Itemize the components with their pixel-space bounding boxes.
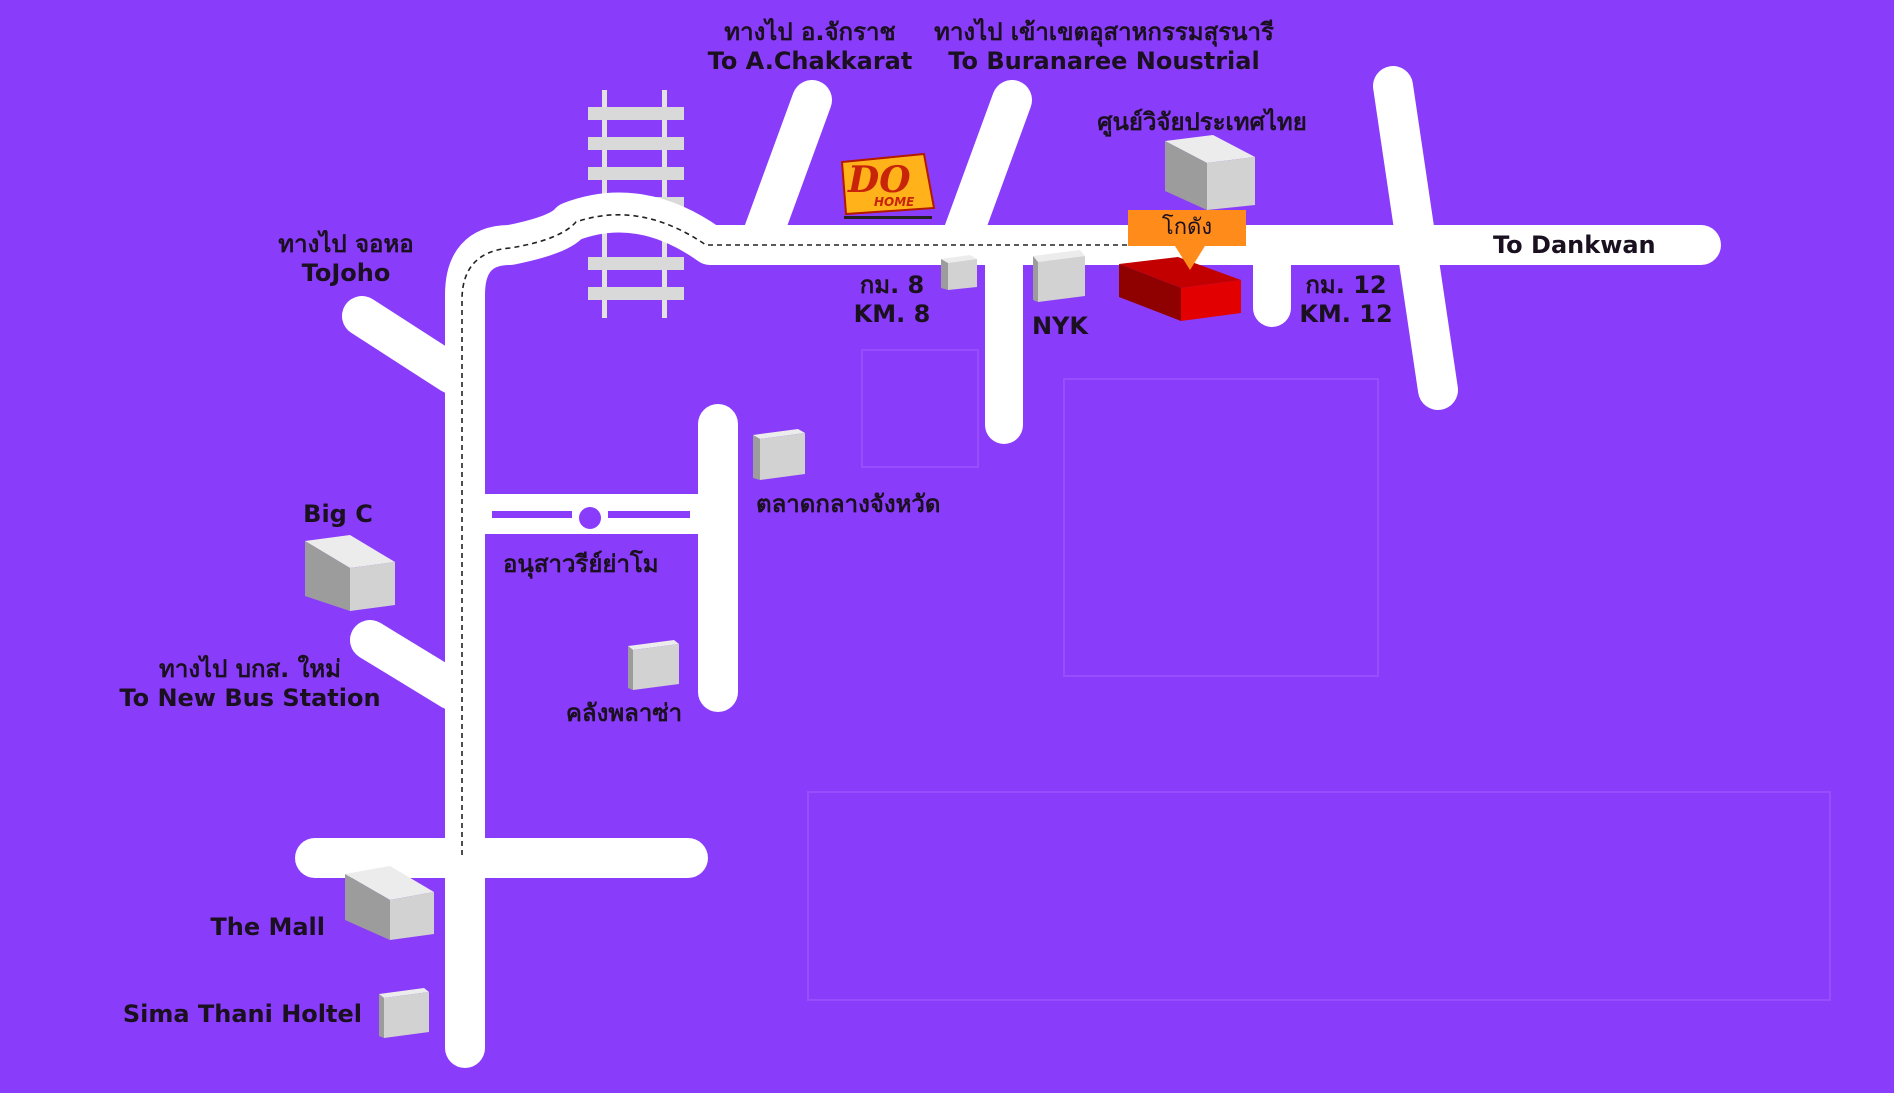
building-klang-plaza [628, 640, 679, 690]
building-central-market [753, 429, 805, 480]
logo-brand: DO [847, 159, 911, 201]
label-km8-th: กม. 8 [859, 271, 925, 299]
building-sima-thani [379, 988, 429, 1038]
label-joho-th: ทางไป จอหอ [278, 230, 414, 258]
label-big-c: Big C [303, 500, 373, 528]
label-klang-plaza: คลังพลาซ่า [565, 699, 683, 727]
label-to-dankwan: To Dankwan [1493, 231, 1656, 259]
label-new-bus-th: ทางไป บกส. ใหม่ [159, 655, 341, 683]
main-road-east [445, 192, 1721, 1068]
logo-word: HOME [874, 195, 915, 209]
road-dankwan-diagonal [1373, 66, 1458, 410]
dohome-logo: DO HOME [838, 152, 938, 222]
road-to-chakkarat [740, 80, 832, 262]
label-km12-th: กม. 12 [1305, 271, 1387, 299]
route-dashed-line [461, 213, 1208, 858]
label-yamo-monument: อนุสาวรีย์ย่าโม [503, 550, 659, 578]
label-to-joho: ทางไป จอหอ ToJoho [278, 230, 413, 288]
label-km12-en: KM. 12 [1299, 300, 1393, 328]
label-buranaree-th: ทางไป เข้าเขตอุสาหกรรมสุรนารี [934, 18, 1274, 46]
label-km12: กม. 12 KM. 12 [1299, 271, 1392, 329]
road-to-buranaree [940, 80, 1032, 262]
road-to-new-bus-station [350, 620, 472, 710]
label-km8-en: KM. 8 [853, 300, 931, 328]
label-sima-thani: Sima Thani Holtel [122, 1000, 362, 1028]
building-the-mall [345, 866, 434, 940]
label-chakkarat-en: To A.Chakkarat [707, 47, 913, 75]
building-nyk [1033, 250, 1085, 302]
building-thai-research-center [1165, 135, 1255, 210]
label-buranaree-en: To Buranaree Noustrial [948, 47, 1260, 75]
label-the-mall: The Mall [210, 913, 325, 941]
label-km8: กม. 8 KM. 8 [854, 271, 931, 329]
road-network [295, 66, 1721, 1068]
label-to-new-bus-station: ทางไป บกส. ใหม่ To New Bus Station [119, 655, 380, 713]
label-thai-research-center: ศูนย์วิจัยประเทศไทย [1097, 108, 1307, 136]
monument-circle-icon [492, 507, 690, 529]
label-to-chakkarat: ทางไป อ.จักราช To A.Chakkarat [708, 18, 913, 76]
label-new-bus-en: To New Bus Station [119, 684, 381, 712]
warehouse-marker-icon [1119, 246, 1241, 321]
label-nyk: NYK [1031, 312, 1089, 340]
road-to-joho [342, 296, 472, 394]
faint-outlines [807, 349, 1831, 1001]
label-joho-en: ToJoho [301, 259, 391, 287]
building-big-c [305, 535, 395, 611]
label-central-market: ตลาดกลางจังหวัด [756, 490, 941, 518]
label-chakkarat-th: ทางไป อ.จักราช [724, 18, 896, 46]
label-to-buranaree: ทางไป เข้าเขตอุสาหกรรมสุรนารี To Buranar… [934, 18, 1274, 76]
warehouse-tag: โกดัง [1128, 210, 1246, 246]
building-km8 [941, 255, 977, 290]
